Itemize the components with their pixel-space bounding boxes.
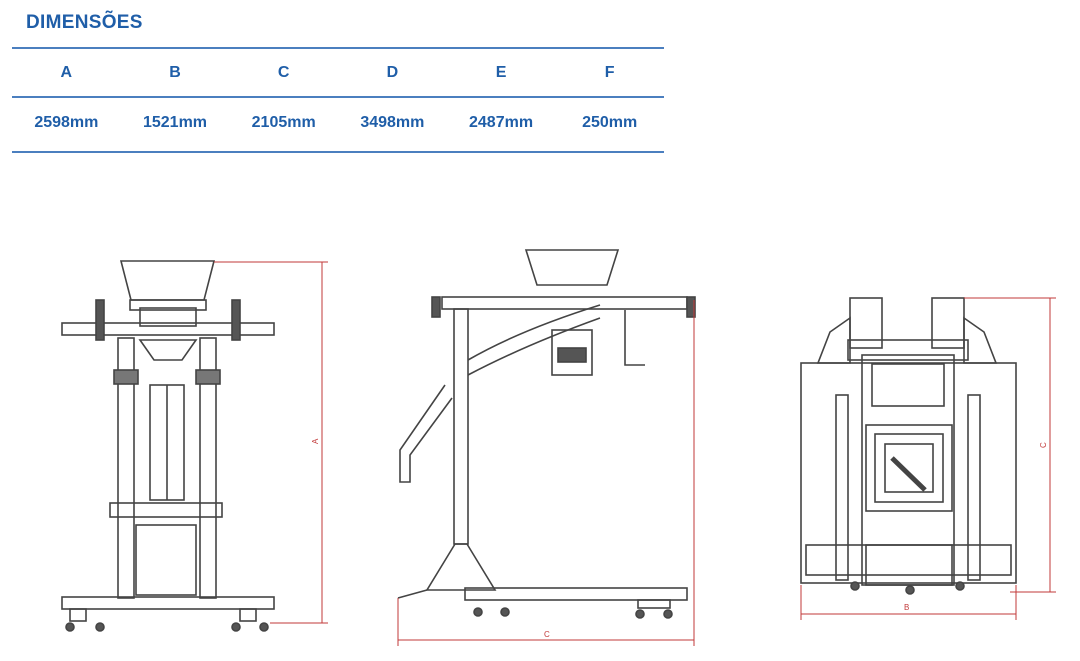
rear-height-label: C [1039,442,1048,448]
table-header-row: A B C D E F [12,64,664,82]
value-d: 3498mm [360,114,425,131]
value-f: 250mm [582,114,638,131]
rear-width-label: B [904,603,909,612]
table-middle-rule [12,96,664,98]
header-c: C [277,64,290,81]
header-f: F [604,64,615,81]
header-e: E [495,64,507,81]
dimensions-title: DIMENSÕES [26,12,143,33]
value-a: 2598mm [34,114,99,131]
value-e: 2487mm [469,114,534,131]
header-b: B [169,64,181,81]
header-d: D [386,64,399,81]
value-b: 1521mm [142,114,208,131]
table-value-row: 2598mm 1521mm 2105mm 3498mm 2487mm 250mm [12,114,664,132]
table-top-rule [12,47,664,49]
front-view-drawing [61,260,275,632]
header-a: A [60,64,73,81]
front-height-dimension [214,261,328,624]
side-view-drawing [397,249,696,619]
side-width-dimension [397,300,695,646]
rear-view-drawing [800,297,1017,595]
value-c: 2105mm [251,114,316,131]
table-bottom-rule [12,151,664,153]
side-width-label: C [544,630,550,639]
rear-dimensions [800,297,1056,620]
front-height-label: A [311,438,320,444]
